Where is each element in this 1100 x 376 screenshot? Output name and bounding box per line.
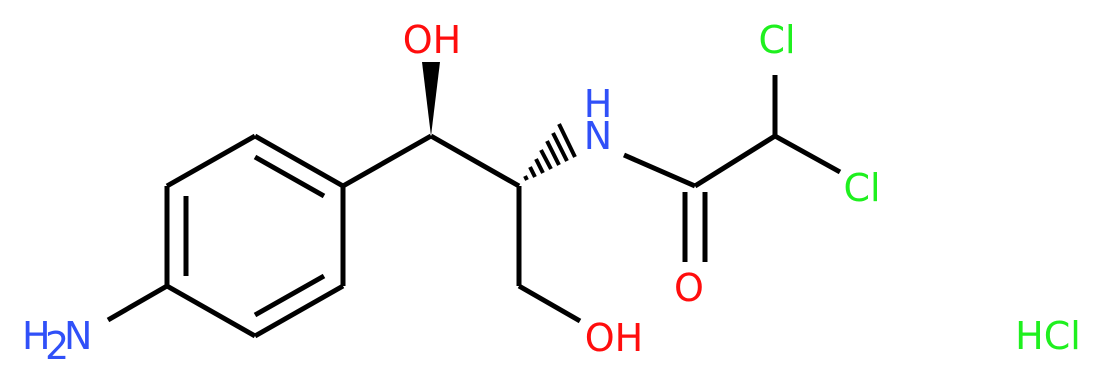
bond-carbonyl-chcl2 (693, 133, 777, 189)
bond-ring-nh2 (106, 283, 169, 323)
benzene-ring (164, 133, 346, 339)
bond-ch2-oh (517, 283, 582, 324)
bond-n-carbonyl (622, 152, 697, 189)
atom-nh-n: N (584, 114, 612, 158)
wedge-bond-oh (422, 62, 440, 136)
atom-oh-bottom: OH (585, 316, 643, 360)
ring-double-bond (253, 154, 326, 199)
atom-cl-right: Cl (843, 166, 880, 210)
atom-amine-n: N (64, 314, 92, 358)
ring-bond (165, 283, 257, 339)
salt-hcl-label: HCl (1015, 314, 1081, 358)
ring-bond (253, 133, 345, 189)
atom-nh-h: H (584, 82, 613, 126)
atom-carbonyl-o: O (674, 266, 704, 310)
bond-c1-c2 (429, 133, 521, 189)
atom-cl-top: Cl (758, 18, 795, 62)
bond-ring-c1 (341, 133, 433, 189)
atom-amine-h: H (22, 314, 51, 358)
bond-c-cl-right (773, 133, 842, 175)
atom-amine-subscript: 2 (45, 324, 69, 368)
ring-bond (253, 283, 345, 339)
hashed-bond-n (523, 123, 577, 181)
ring-bond (165, 133, 257, 189)
atom-oh-top: OH (403, 18, 461, 62)
ring-double-bond (253, 273, 326, 318)
